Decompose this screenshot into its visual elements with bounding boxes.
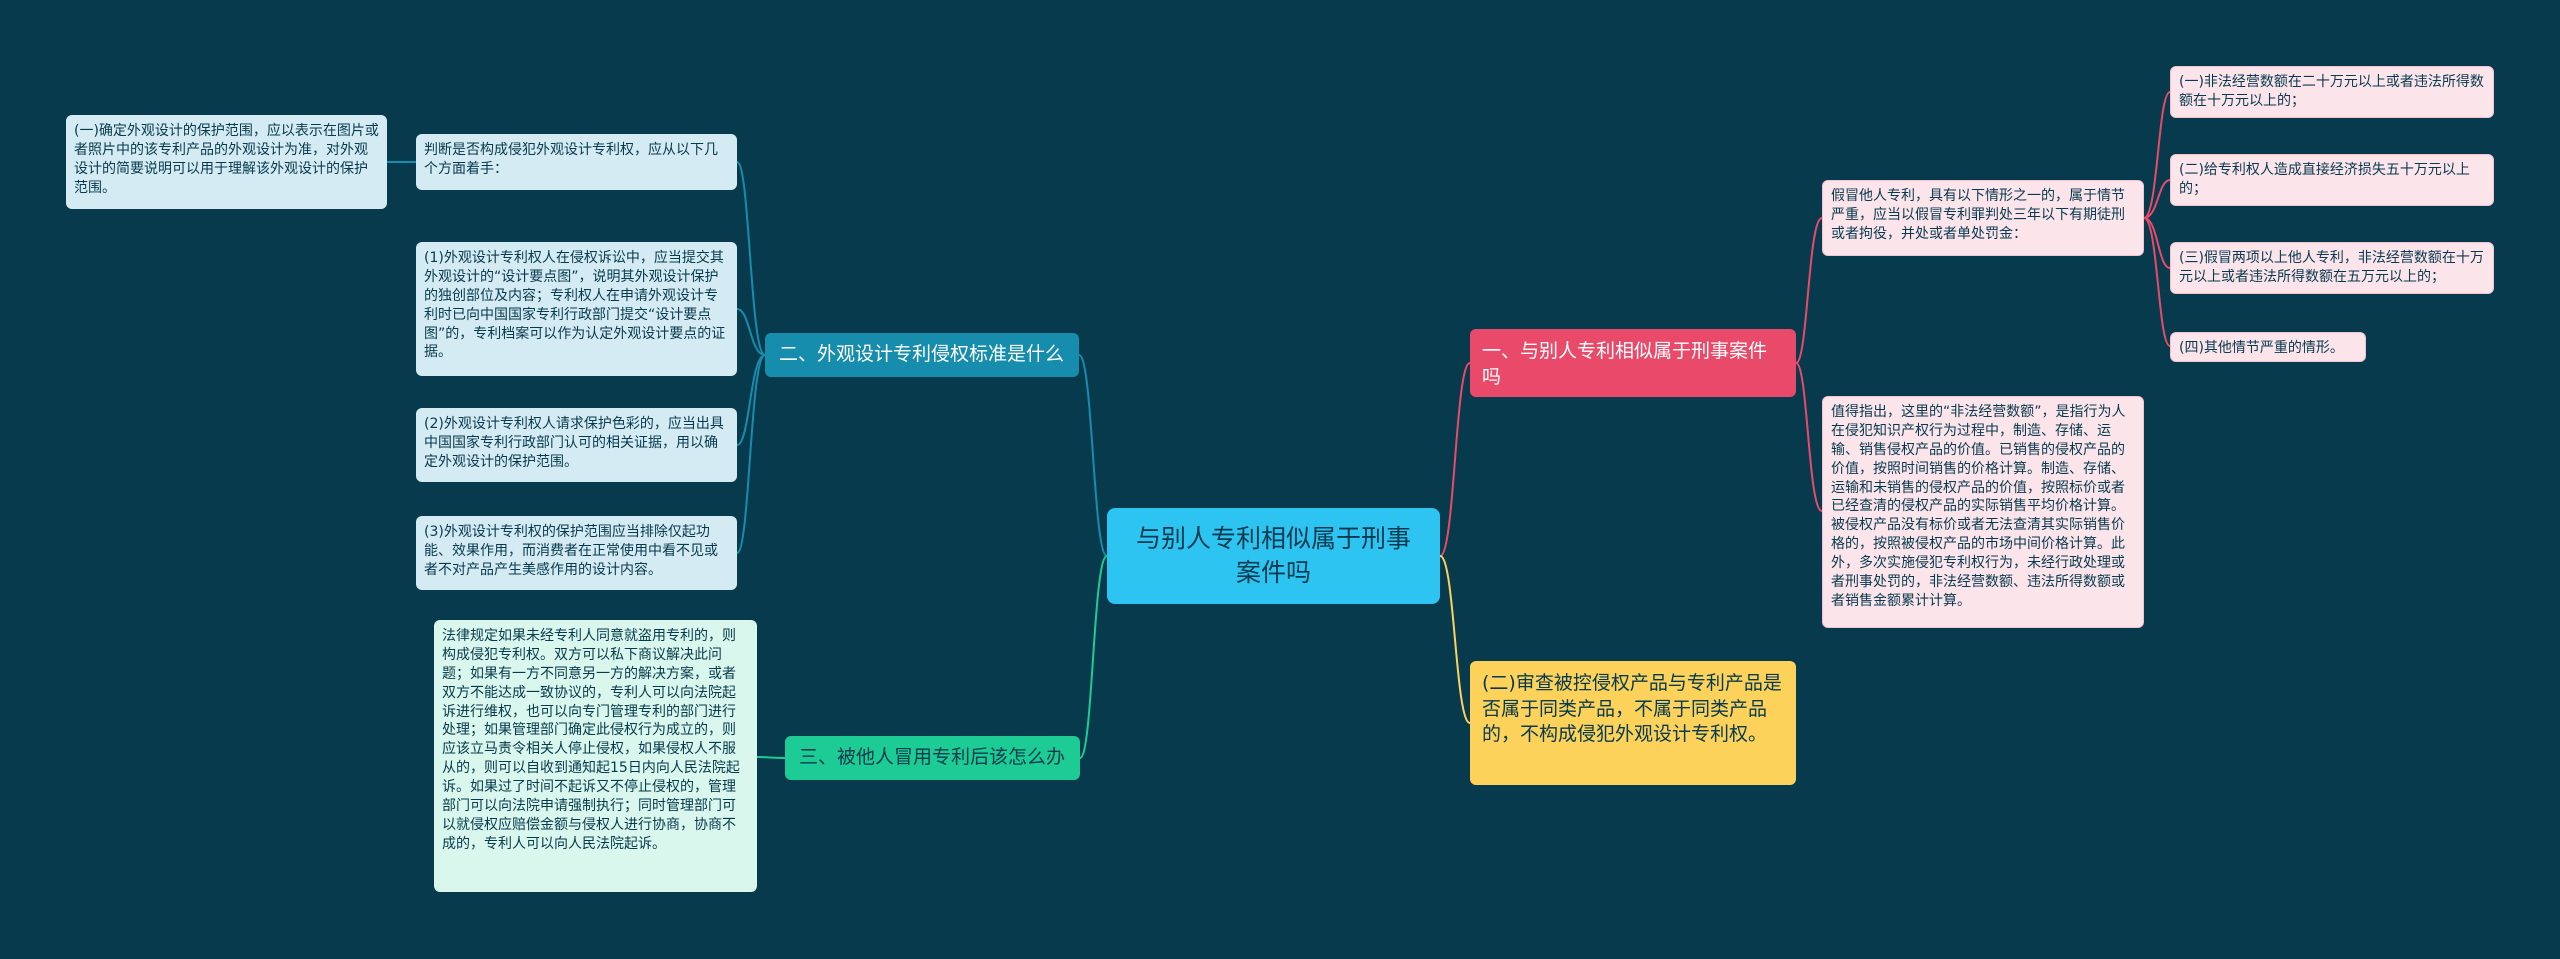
serious-item-2-text: (二)给专利权人造成直接经济损失五十万元以上的； bbox=[2179, 162, 2470, 197]
link-root-criminal bbox=[1439, 362, 1471, 557]
link-standard-point3 bbox=[736, 354, 766, 554]
standard-intro-text: 判断是否构成侵犯外观设计专利权，应从以下几个方面着手： bbox=[424, 142, 718, 177]
serious-item-4-text: (四)其他情节严重的情形。 bbox=[2179, 340, 2344, 356]
criminal-serious-node[interactable]: 假冒他人专利，具有以下情形之一的，属于情节严重，应当以假冒专利罪判处三年以下有期… bbox=[1822, 180, 2144, 256]
standard-point-3-text: (3)外观设计专利权的保护范围应当排除仅起功能、效果作用，而消费者在正常使用中看… bbox=[424, 524, 718, 578]
standard-point-2-text: (2)外观设计专利权人请求保护色彩的，应当出具中国国家专利行政部门认可的相关证据… bbox=[424, 416, 724, 470]
link-serious-item4 bbox=[2143, 217, 2171, 347]
serious-item-1-text: (一)非法经营数额在二十万元以上或者违法所得数额在十万元以上的； bbox=[2179, 74, 2484, 109]
standard-point-3[interactable]: (3)外观设计专利权的保护范围应当排除仅起功能、效果作用，而消费者在正常使用中看… bbox=[416, 516, 737, 590]
standard-point-2[interactable]: (2)外观设计专利权人请求保护色彩的，应当出具中国国家专利行政部门认可的相关证据… bbox=[416, 408, 737, 482]
remedy-text-node[interactable]: 法律规定如果未经专利人同意就盗用专利的，则构成侵犯专利权。双方可以私下商议解决此… bbox=[434, 620, 757, 892]
branch-remedy-label: 三、被他人冒用专利后该怎么办 bbox=[799, 746, 1066, 769]
branch-remedy[interactable]: 三、被他人冒用专利后该怎么办 bbox=[785, 736, 1080, 780]
branch-review-label: (二)审查被控侵权产品与专利产品是否属于同类产品，不属于同类产品的，不构成侵犯外… bbox=[1482, 672, 1782, 746]
standard-point-1-text: (1)外观设计专利权人在侵权诉讼中，应当提交其外观设计的“设计要点图”，说明其外… bbox=[424, 250, 726, 361]
root-topic-label: 与别人专利相似属于刑事案件吗 bbox=[1135, 524, 1411, 587]
criminal-serious-text: 假冒他人专利，具有以下情形之一的，属于情节严重，应当以假冒专利罪判处三年以下有期… bbox=[1831, 188, 2125, 242]
serious-item-3-text: (三)假冒两项以上他人专利，非法经营数额在十万元以上或者违法所得数额在五万元以上… bbox=[2179, 250, 2484, 285]
standard-intro-child-text: (一)确定外观设计的保护范围，应以表示在图片或者照片中的该专利产品的外观设计为准… bbox=[74, 123, 379, 196]
remedy-text: 法律规定如果未经专利人同意就盗用专利的，则构成侵犯专利权。双方可以私下商议解决此… bbox=[442, 628, 740, 852]
link-standard-intro bbox=[736, 161, 766, 356]
criminal-note-node[interactable]: 值得指出，这里的“非法经营数额”，是指行为人在侵犯知识产权行为过程中，制造、存储… bbox=[1822, 396, 2144, 628]
link-remedy-text bbox=[756, 756, 786, 759]
branch-criminal-label: 一、与别人专利相似属于刑事案件吗 bbox=[1482, 340, 1768, 388]
link-serious-item1 bbox=[2143, 91, 2171, 219]
standard-point-1[interactable]: (1)外观设计专利权人在侵权诉讼中，应当提交其外观设计的“设计要点图”，说明其外… bbox=[416, 242, 737, 376]
branch-standard-label: 二、外观设计专利侵权标准是什么 bbox=[779, 343, 1065, 366]
link-standard-point2 bbox=[736, 354, 766, 446]
branch-review[interactable]: (二)审查被控侵权产品与专利产品是否属于同类产品，不属于同类产品的，不构成侵犯外… bbox=[1470, 661, 1796, 785]
standard-intro-node[interactable]: 判断是否构成侵犯外观设计专利权，应从以下几个方面着手： bbox=[416, 134, 737, 190]
link-criminal-note bbox=[1795, 362, 1823, 512]
link-serious-item3 bbox=[2143, 217, 2171, 269]
link-root-review bbox=[1439, 555, 1471, 724]
branch-standard[interactable]: 二、外观设计专利侵权标准是什么 bbox=[765, 333, 1079, 377]
link-serious-item2 bbox=[2143, 179, 2171, 219]
serious-item-1[interactable]: (一)非法经营数额在二十万元以上或者违法所得数额在十万元以上的； bbox=[2170, 66, 2494, 118]
serious-item-3[interactable]: (三)假冒两项以上他人专利，非法经营数额在十万元以上或者违法所得数额在五万元以上… bbox=[2170, 242, 2494, 294]
link-standard-point1 bbox=[736, 308, 766, 356]
branch-criminal[interactable]: 一、与别人专利相似属于刑事案件吗 bbox=[1470, 329, 1796, 397]
link-root-standard bbox=[1078, 354, 1108, 557]
root-topic[interactable]: 与别人专利相似属于刑事案件吗 bbox=[1107, 508, 1440, 604]
standard-intro-child-node[interactable]: (一)确定外观设计的保护范围，应以表示在图片或者照片中的该专利产品的外观设计为准… bbox=[66, 115, 387, 209]
link-criminal-serious bbox=[1795, 217, 1823, 364]
criminal-note-text: 值得指出，这里的“非法经营数额”，是指行为人在侵犯知识产权行为过程中，制造、存储… bbox=[1831, 404, 2126, 609]
serious-item-2[interactable]: (二)给专利权人造成直接经济损失五十万元以上的； bbox=[2170, 154, 2494, 206]
serious-item-4[interactable]: (四)其他情节严重的情形。 bbox=[2170, 332, 2366, 362]
link-root-remedy bbox=[1079, 555, 1108, 759]
